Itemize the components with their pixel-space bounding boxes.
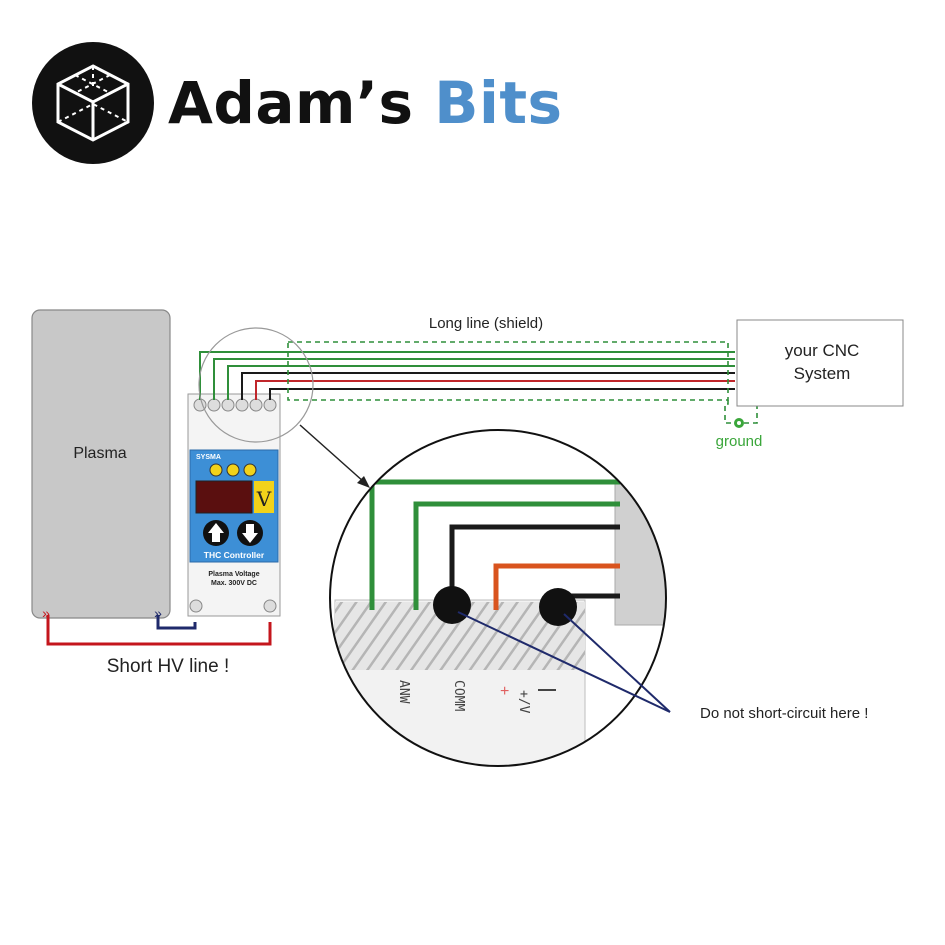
plasma-terminal-minus-icon: » <box>154 605 162 621</box>
brand-name-part1: Adam’s <box>168 69 435 137</box>
svg-text:+/V: +/V <box>516 690 531 714</box>
ground-symbol: ground <box>716 418 763 450</box>
magnifier-arrow <box>299 424 370 488</box>
cnc-label-line2: System <box>794 364 851 383</box>
thc-terminal-block <box>193 398 277 412</box>
plasma-unit: Plasma » » <box>31 309 171 621</box>
ground-label: ground <box>716 433 763 450</box>
plasma-label: Plasma <box>73 445 126 462</box>
arrow-up-icon <box>208 523 224 542</box>
thc-up-button[interactable] <box>203 520 229 546</box>
brand-name: Adam’s Bits <box>168 69 563 137</box>
brand-name-part2: Bits <box>434 69 563 137</box>
thc-voltage-line1: Plasma Voltage <box>208 571 259 578</box>
svg-text:ANW: ANW <box>396 680 411 704</box>
short-hv-label: Short HV line ! <box>107 656 230 677</box>
thc-controller: SYSMA V THC Controller Plasma Voltage Ma… <box>187 393 281 617</box>
thc-brand: SYSMA <box>196 454 221 461</box>
thc-voltage-line2: Max. 300V DC <box>211 580 257 587</box>
svg-text:COMM: COMM <box>451 680 466 711</box>
signal-wires <box>199 351 735 400</box>
cnc-label-line1: your CNC <box>785 341 860 360</box>
warning-pointers <box>457 611 671 713</box>
shield-line <box>287 341 758 424</box>
svg-text:+: + <box>500 683 509 700</box>
magnifier-source-circle <box>198 327 314 443</box>
cnc-system: your CNC System <box>736 319 904 407</box>
cube-logo-icon <box>32 42 154 164</box>
thc-down-button[interactable] <box>237 520 263 546</box>
arrow-down-icon <box>242 524 258 543</box>
thc-unit-label: V <box>256 487 272 511</box>
zoomed-terminal-view: ANW COMM +/V + <box>329 429 667 767</box>
brand-header: Adam’s Bits <box>32 38 563 168</box>
shield-label: Long line (shield) <box>429 315 543 332</box>
plasma-terminal-plus-icon: » <box>42 605 50 621</box>
thc-name: THC Controller <box>204 550 265 560</box>
short-hv-line <box>46 615 272 646</box>
warning-label: Do not short-circuit here ! <box>700 705 868 722</box>
